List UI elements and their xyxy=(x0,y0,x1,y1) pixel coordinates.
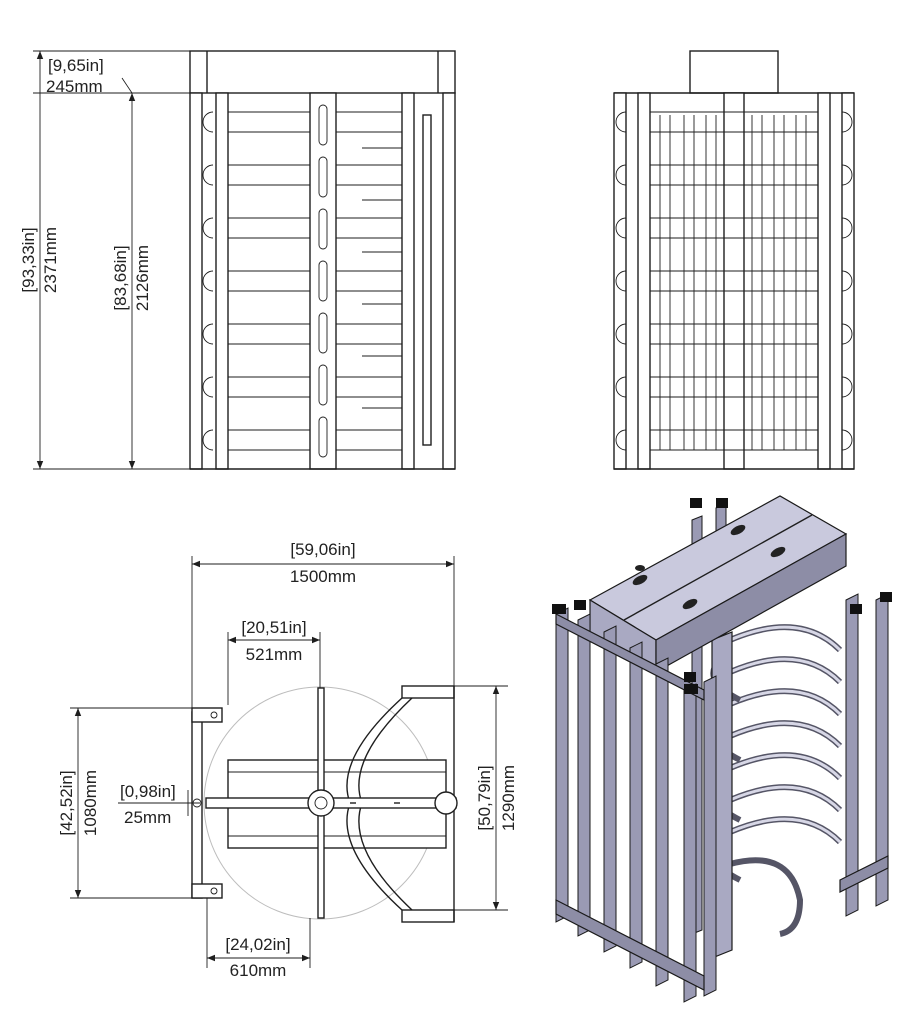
side-top-cover xyxy=(689,50,779,94)
passage-height-metric: 2126mm xyxy=(133,245,152,311)
left-post xyxy=(189,92,203,470)
front-dimensions: [9,65in] 245mm [93,33in] 2371mm [83,68in… xyxy=(19,50,190,470)
side-view xyxy=(613,50,855,470)
front-view xyxy=(189,50,456,470)
top-dimensions: [59,06in] 1500mm [20,51in] 521mm [42,52i… xyxy=(57,540,518,980)
post-offset-metric: 25mm xyxy=(124,808,171,827)
rotor-offset-metric: 521mm xyxy=(246,645,303,664)
passage-height-imperial: [83,68in] xyxy=(111,245,130,310)
right-post xyxy=(442,92,456,470)
frame-depth-metric: 1080mm xyxy=(81,770,100,836)
top-cover xyxy=(189,50,456,94)
overall-depth-imperial: [50,79in] xyxy=(475,765,494,830)
isometric-view xyxy=(552,495,892,1003)
rotor-column xyxy=(309,92,337,470)
column-slots xyxy=(318,104,328,458)
top-view xyxy=(191,685,458,923)
rotor-hub xyxy=(307,789,335,817)
overall-height-imperial: [93,33in] xyxy=(19,227,38,292)
barrier-arms xyxy=(202,111,402,451)
iso-front-frame xyxy=(552,498,892,1003)
overall-width-imperial: [59,06in] xyxy=(290,540,355,559)
overall-depth-metric: 1290mm xyxy=(499,765,518,831)
rotor-position-metric: 610mm xyxy=(230,961,287,980)
rotor-offset-imperial: [20,51in] xyxy=(241,618,306,637)
top-cover-height-metric: 245mm xyxy=(46,77,103,96)
overall-height-metric: 2371mm xyxy=(41,227,60,293)
overall-width-metric: 1500mm xyxy=(290,567,356,586)
frame-depth-imperial: [42,52in] xyxy=(57,770,76,835)
rotor-position-imperial: [24,02in] xyxy=(225,935,290,954)
post-offset-imperial: [0,98in] xyxy=(120,782,176,801)
top-cover-height-imperial: [9,65in] xyxy=(48,56,104,75)
side-center-post xyxy=(723,92,745,470)
